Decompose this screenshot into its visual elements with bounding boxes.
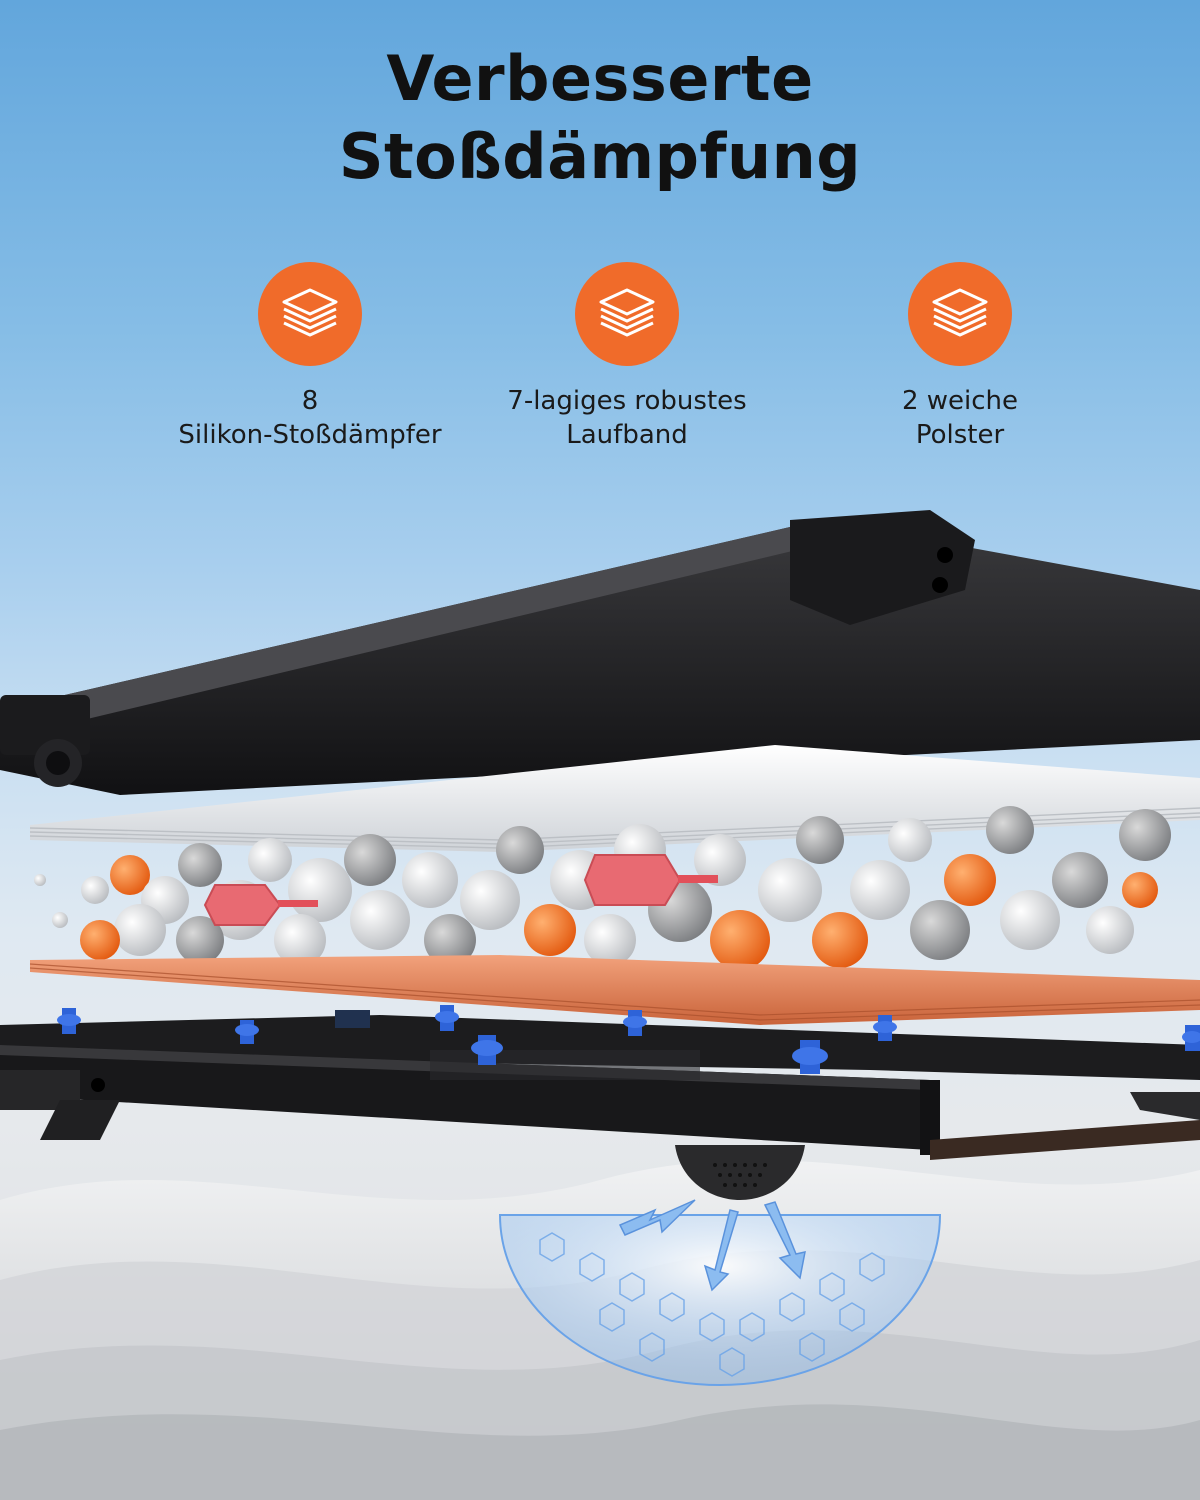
feature-soft-cushions: 2 weiche Polster [780,262,1140,452]
soft-cushion-pad [675,1092,1200,1200]
damper [235,1020,259,1044]
damper [471,1035,503,1065]
title-line-1: Verbesserte [386,42,814,115]
layers-icon [932,288,988,337]
page-title: Verbesserte Stoßdämpfung [0,40,1200,196]
feature-badge [258,262,362,366]
feature-label-line-1: 2 weiche [901,386,1019,416]
damper [873,1015,897,1041]
force-arrows [618,1199,806,1292]
soft-cushion-board [29,955,1200,1025]
feature-label-line-2: Silikon-Stoßdämpfer [178,420,442,450]
silicone-damper-pieces [203,854,718,926]
blue-silicone-dampers [57,1005,1200,1074]
feature-label: 8 Silikon-Stoßdämpfer [130,384,490,452]
feature-label-line-2: Polster [915,420,1005,450]
impact-dispersion-dome [498,1214,942,1387]
feature-badge [575,262,679,366]
feature-label-line-2: Laufband [566,420,688,450]
damper [1182,1025,1200,1051]
feature-label: 7-lagiges robustes Laufband [447,384,807,452]
treadmill-exploded-illustration [0,510,1200,1500]
running-deck [0,510,1200,795]
arrow-icon [703,1209,739,1292]
title-line-2: Stoßdämpfung [338,120,862,193]
damper [792,1040,828,1074]
feature-label-line-1: 7-lagiges robustes [507,386,747,416]
layers-icon [599,288,655,337]
damper [57,1008,81,1034]
treadmill-frame [0,1010,1200,1160]
feature-label-line-1: 8 [301,386,319,416]
damper [623,1010,647,1036]
feature-label: 2 weiche Polster [780,384,1140,452]
arrow-icon [763,1201,806,1280]
damper [435,1005,459,1031]
feature-silicone-dampers: 8 Silikon-Stoßdämpfer [130,262,490,452]
arrow-icon [618,1199,696,1236]
feature-badge [908,262,1012,366]
feature-seven-layer-belt: 7-lagiges robustes Laufband [447,262,807,452]
layers-icon [282,288,338,337]
